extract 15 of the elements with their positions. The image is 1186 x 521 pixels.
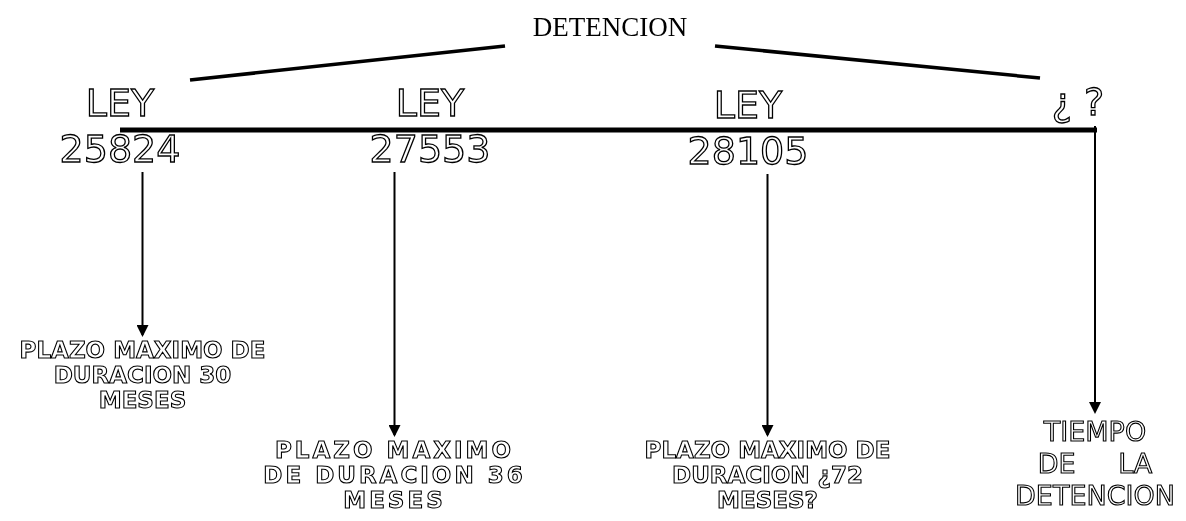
law-label: LEY 28105 xyxy=(678,82,818,174)
connector-line xyxy=(189,44,506,82)
duration-note: PLAZO MAXIMO DE DURACION ¿72 MESES? xyxy=(640,435,895,515)
arrow xyxy=(1089,125,1101,414)
duration-note: PLAZO MAXIMO DE DURACION 30 MESES xyxy=(15,335,270,415)
detention-time-note: TIEMPO DE LA DETENCION xyxy=(1006,412,1184,516)
arrow xyxy=(388,171,401,437)
question-mark-label: ¿ ? xyxy=(1040,78,1116,126)
law-label: LEY 27553 xyxy=(360,80,500,172)
title-text: DETENCION xyxy=(505,8,715,46)
connector-line xyxy=(714,44,1041,80)
arrow xyxy=(761,173,774,437)
arrow xyxy=(136,171,149,337)
duration-note: PLAZO MAXIMO DE DURACION 36 MESES xyxy=(252,435,537,515)
law-label: LEY 25824 xyxy=(50,80,190,172)
